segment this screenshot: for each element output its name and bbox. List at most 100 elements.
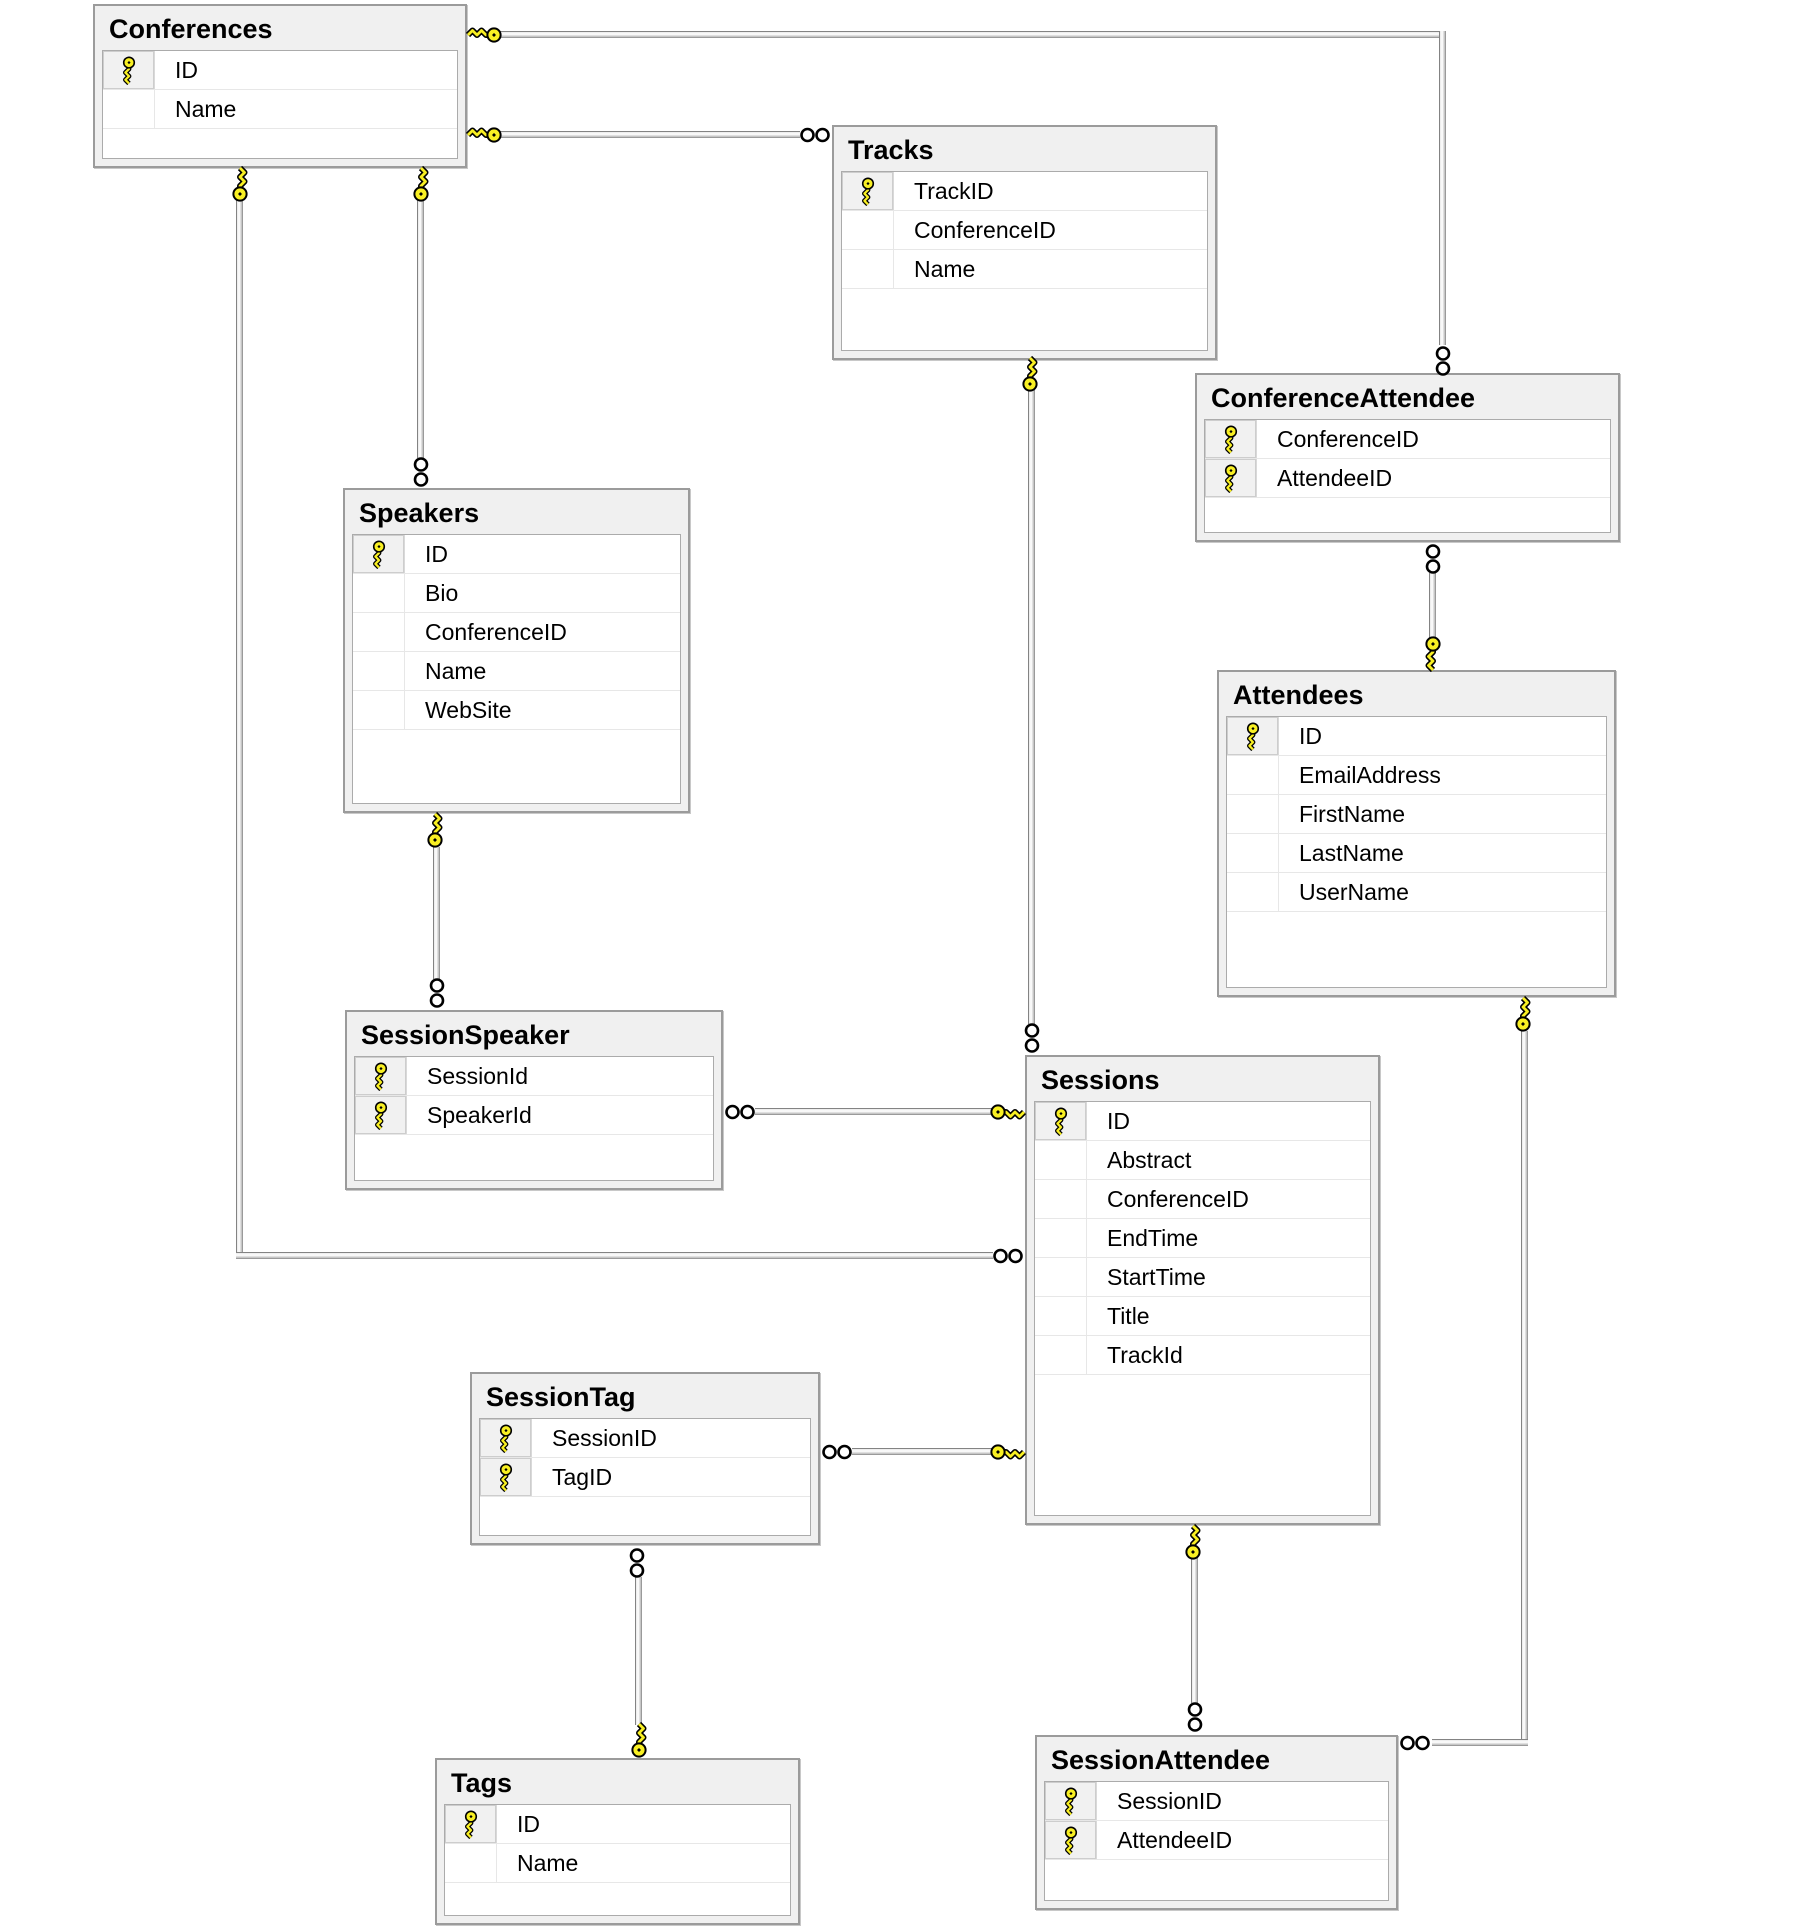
- column-row[interactable]: ConferenceID: [353, 613, 680, 652]
- relationship-line-attendees-conferenceattendee[interactable]: [1429, 573, 1436, 643]
- relationship-line-attendees-sessionattendee[interactable]: [1432, 1739, 1528, 1746]
- key-cell-empty: [353, 652, 405, 690]
- relationship-line-conferences-sessions[interactable]: [236, 1252, 993, 1259]
- column-row[interactable]: WebSite: [353, 691, 680, 730]
- relationship-line-sessions-sessionattendee[interactable]: [1191, 1557, 1198, 1703]
- column-row[interactable]: EmailAddress: [1227, 756, 1606, 795]
- column-name: UserName: [1299, 878, 1409, 905]
- relationship-line-conferences-conferenceattendee[interactable]: [499, 31, 1446, 38]
- relationship-line-conferences-tracks[interactable]: [499, 131, 800, 138]
- relationship-line-sessions-sessionspeaker[interactable]: [755, 1108, 995, 1115]
- column-name: AttendeeID: [1277, 464, 1393, 491]
- column-row[interactable]: StartTime: [1035, 1258, 1370, 1297]
- key-one-icon: [1513, 996, 1533, 1032]
- column-row[interactable]: Name: [445, 1844, 790, 1883]
- table-title[interactable]: SessionSpeaker: [361, 1020, 570, 1050]
- column-row[interactable]: ConferenceID: [1205, 420, 1610, 459]
- column-row[interactable]: Name: [353, 652, 680, 691]
- column-row[interactable]: ID: [353, 535, 680, 574]
- column-row[interactable]: SessionID: [1045, 1782, 1388, 1821]
- key-cell-empty: [1227, 756, 1279, 794]
- column-row[interactable]: TrackID: [842, 172, 1207, 211]
- column-row[interactable]: SessionID: [480, 1419, 810, 1458]
- primary-key-icon: [353, 535, 405, 573]
- infinity-many-icon: [991, 1247, 1025, 1270]
- relationship-line-tags-sessiontag[interactable]: [635, 1577, 642, 1725]
- column-row[interactable]: Abstract: [1035, 1141, 1370, 1180]
- column-row[interactable]: ConferenceID: [1035, 1180, 1370, 1219]
- relationship-line-sessions-sessiontag[interactable]: [852, 1448, 993, 1455]
- relationship-line-tracks-sessions[interactable]: [1028, 390, 1035, 1024]
- column-name: EmailAddress: [1299, 761, 1441, 788]
- key-one-icon: [1020, 356, 1040, 392]
- column-name: TagID: [552, 1463, 613, 1490]
- column-name: TrackId: [1107, 1341, 1183, 1368]
- key-one-icon: [466, 25, 502, 45]
- column-name: AttendeeID: [1117, 1826, 1233, 1853]
- column-grid: ConferenceID AttendeeID: [1204, 419, 1611, 533]
- column-row[interactable]: Title: [1035, 1297, 1370, 1336]
- column-row[interactable]: SessionId: [355, 1057, 713, 1096]
- key-one-icon: [411, 166, 431, 202]
- table-title[interactable]: Speakers: [359, 498, 480, 528]
- column-row[interactable]: Name: [103, 90, 457, 129]
- column-row[interactable]: UserName: [1227, 873, 1606, 912]
- column-row[interactable]: ID: [1035, 1102, 1370, 1141]
- column-row[interactable]: EndTime: [1035, 1219, 1370, 1258]
- column-row[interactable]: ID: [1227, 717, 1606, 756]
- column-row[interactable]: FirstName: [1227, 795, 1606, 834]
- table-title[interactable]: Sessions: [1041, 1065, 1160, 1095]
- key-one-icon: [990, 1442, 1026, 1462]
- relationship-line-speakers-sessionspeaker[interactable]: [433, 847, 440, 979]
- column-row[interactable]: AttendeeID: [1045, 1821, 1388, 1860]
- key-cell-empty: [1035, 1336, 1087, 1374]
- key-cell-empty: [445, 1844, 497, 1882]
- table-title[interactable]: SessionTag: [486, 1382, 636, 1412]
- relationship-line-attendees-sessionattendee[interactable]: [1521, 1031, 1528, 1743]
- column-grid: SessionID AttendeeID: [1044, 1781, 1389, 1901]
- relationship-line-conferences-conferenceattendee[interactable]: [1439, 31, 1446, 345]
- column-row[interactable]: LastName: [1227, 834, 1606, 873]
- infinity-many-icon: [628, 1546, 646, 1585]
- relationship-line-conferences-speakers[interactable]: [417, 198, 424, 458]
- table-title[interactable]: Attendees: [1233, 680, 1364, 710]
- infinity-many-icon: [1434, 344, 1452, 383]
- column-row[interactable]: Bio: [353, 574, 680, 613]
- table-title[interactable]: Conferences: [109, 14, 273, 44]
- table-title[interactable]: ConferenceAttendee: [1211, 383, 1476, 413]
- infinity-many-icon: [412, 455, 430, 494]
- primary-key-icon: [445, 1805, 497, 1843]
- key-cell-empty: [1035, 1141, 1087, 1179]
- column-row[interactable]: Name: [842, 250, 1207, 289]
- column-row[interactable]: AttendeeID: [1205, 459, 1610, 498]
- column-name: ConferenceID: [914, 216, 1056, 243]
- table-title[interactable]: SessionAttendee: [1051, 1745, 1271, 1775]
- column-row[interactable]: TrackId: [1035, 1336, 1370, 1375]
- column-name: FirstName: [1299, 800, 1406, 827]
- column-row[interactable]: SpeakerId: [355, 1096, 713, 1135]
- column-name: EndTime: [1107, 1224, 1199, 1251]
- table-title[interactable]: Tags: [451, 1768, 513, 1798]
- table-title[interactable]: Tracks: [848, 135, 934, 165]
- column-row[interactable]: ConferenceID: [842, 211, 1207, 250]
- column-name: ID: [1299, 722, 1322, 749]
- column-row[interactable]: ID: [445, 1805, 790, 1844]
- key-one-icon: [1423, 636, 1443, 672]
- column-row[interactable]: TagID: [480, 1458, 810, 1497]
- key-cell-empty: [1035, 1180, 1087, 1218]
- column-row[interactable]: ID: [103, 51, 457, 90]
- relationship-line-conferences-sessions[interactable]: [236, 198, 243, 1256]
